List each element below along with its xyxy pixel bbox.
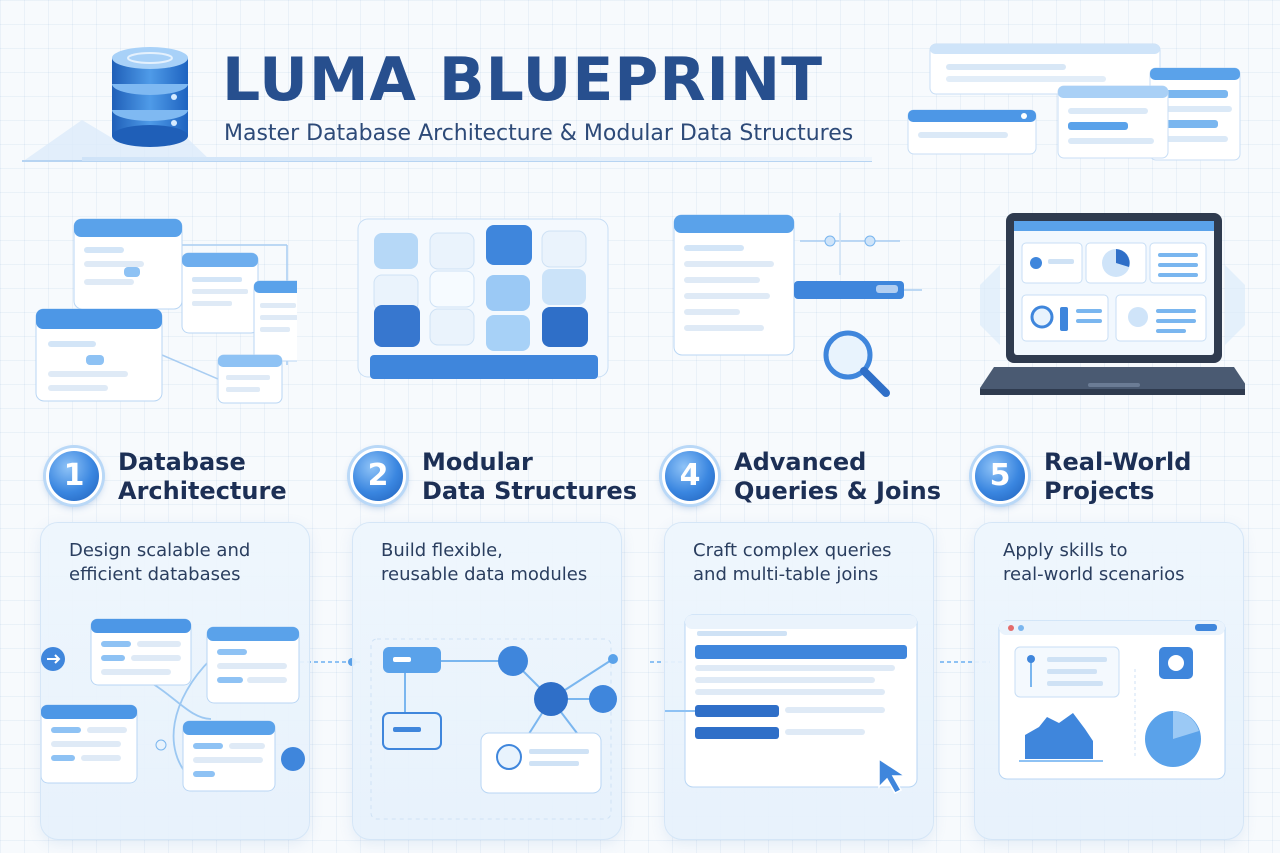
step-title-line1: Real-World (1044, 448, 1192, 476)
step-number-badge: 1 (46, 448, 102, 504)
node-graph-icon (370, 638, 618, 820)
step-title: Modular Data Structures (422, 448, 637, 506)
step-database-architecture: 1 Database Architecture (46, 440, 336, 512)
card-database-architecture: Design scalable and efficient databases (40, 522, 310, 840)
step-title-line1: Database (118, 448, 246, 476)
step-real-world-projects: 5 Real-World Projects (972, 440, 1262, 512)
step-title-line2: Queries & Joins (734, 477, 942, 505)
query-magnifier-icon (673, 213, 922, 397)
card-description: Build flexible, reusable data modules (381, 539, 587, 587)
step-title-line1: Modular (422, 448, 533, 476)
step-title-line2: Projects (1044, 477, 1155, 505)
linked-tables-icon (41, 618, 305, 792)
step-title: Database Architecture (118, 448, 287, 506)
step-title: Advanced Queries & Joins (734, 448, 941, 506)
card-advanced-queries-joins: Craft complex queries and multi-table jo… (664, 522, 934, 840)
card-description-line2: real-world scenarios (1003, 564, 1185, 585)
query-editor-icon (665, 614, 918, 794)
card-description: Design scalable and efficient databases (69, 539, 250, 587)
card-description-line2: efficient databases (69, 564, 241, 585)
card-description-line1: Craft complex queries (693, 540, 892, 561)
card-description-line2: reusable data modules (381, 564, 588, 585)
card-real-world-projects: Apply skills to real-world scenarios (974, 522, 1244, 840)
card-description-line1: Design scalable and (69, 540, 251, 561)
card-description-line1: Build flexible, (381, 540, 503, 561)
card-description-line1: Apply skills to (1003, 540, 1128, 561)
project-dashboard-icon (998, 620, 1226, 780)
step-title-line2: Architecture (118, 477, 287, 505)
step-modular-data-structures: 2 Modular Data Structures (350, 440, 650, 512)
card-modular-data-structures: Build flexible, reusable data modules (352, 522, 622, 840)
card-description: Craft complex queries and multi-table jo… (693, 539, 892, 587)
step-number-badge: 5 (972, 448, 1028, 504)
card-description-line2: and multi-table joins (693, 564, 879, 585)
module-blocks-icon (357, 218, 609, 379)
step-title-line2: Data Structures (422, 477, 638, 505)
step-advanced-queries-joins: 4 Advanced Queries & Joins (662, 440, 962, 512)
step-title-line1: Advanced (734, 448, 867, 476)
ui-cards-decoration-icon (907, 43, 1241, 161)
page-subtitle: Master Database Architecture & Modular D… (224, 121, 854, 146)
schema-windows-icon (35, 218, 297, 404)
card-description: Apply skills to real-world scenarios (1003, 539, 1184, 587)
step-number-badge: 2 (350, 448, 406, 504)
step-number-badge: 4 (662, 448, 718, 504)
page-title: LUMA BLUEPRINT (222, 45, 824, 115)
database-stack-icon (112, 47, 188, 147)
step-title: Real-World Projects (1044, 448, 1191, 506)
laptop-dashboard-icon (980, 213, 1245, 395)
